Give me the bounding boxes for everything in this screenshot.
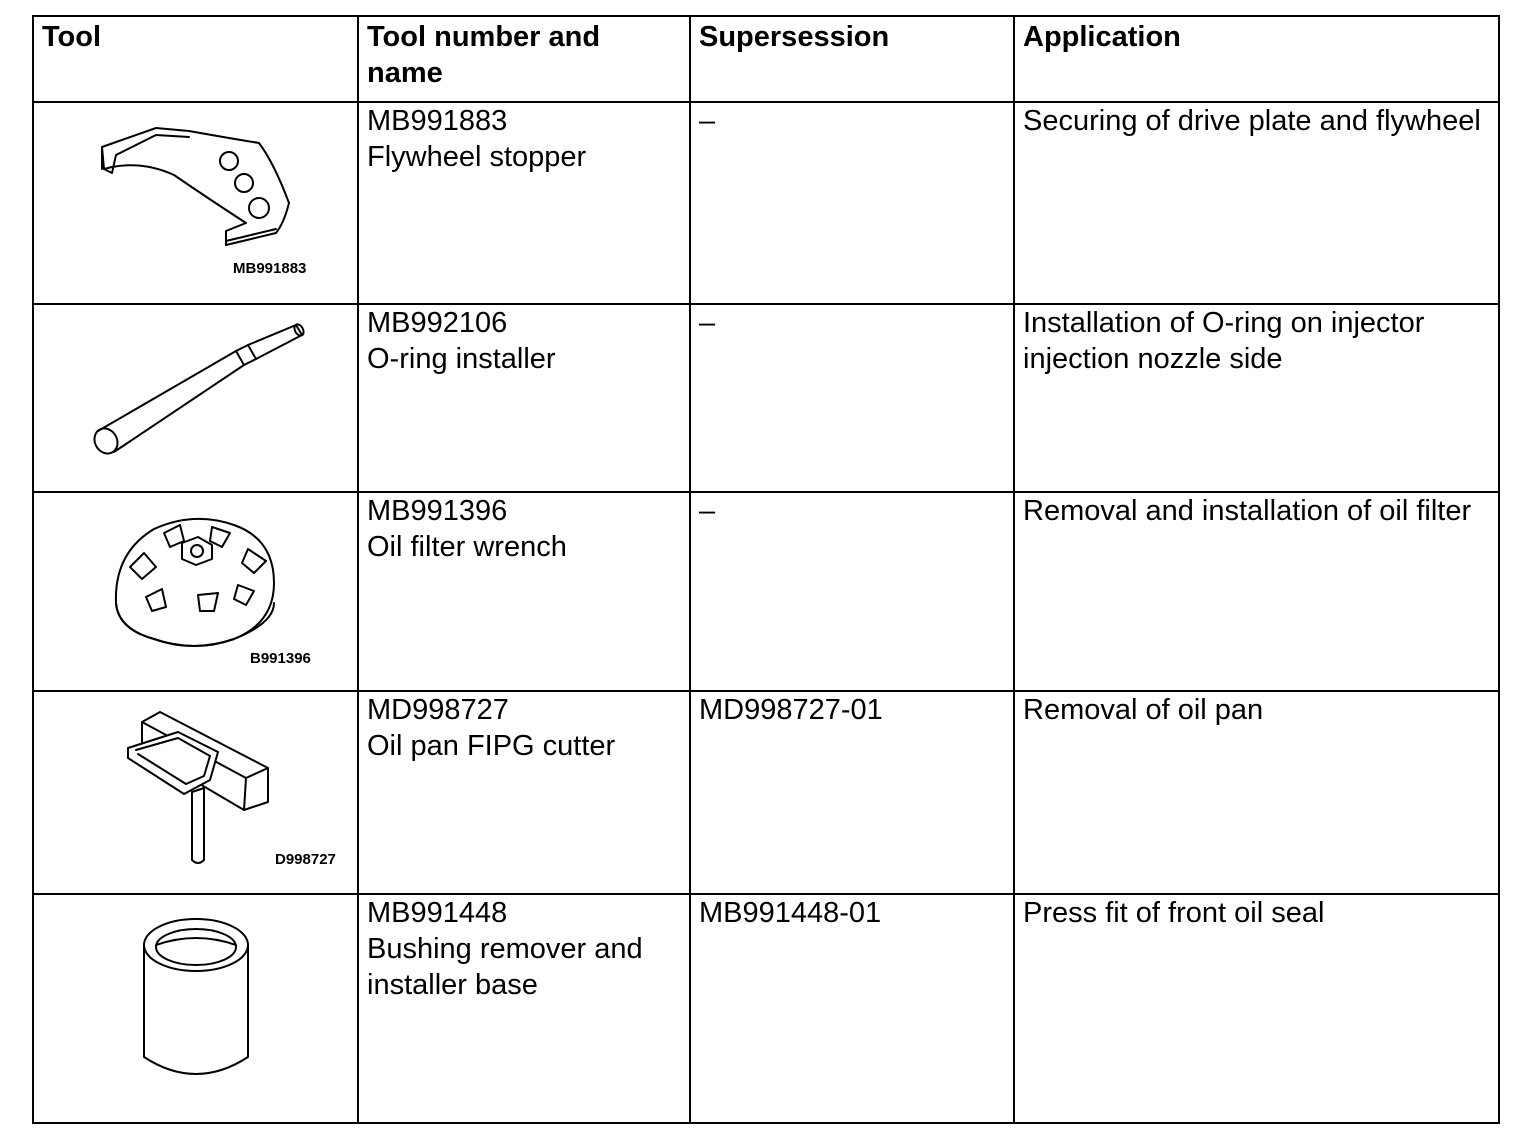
application-text: Securing of drive plate and flywheel xyxy=(1023,105,1481,137)
supersession-value: – xyxy=(699,105,716,137)
table-row: D998727 MD998727 Oil pan FIPG cutter MD9… xyxy=(32,690,1500,895)
figure-label: D998727 xyxy=(275,851,336,868)
tool-number: MB992106 xyxy=(367,307,508,339)
application-cell: Removal and installation of oil filter xyxy=(1013,491,1500,692)
tool-name: Flywheel stopper xyxy=(367,141,587,173)
supersession-value: – xyxy=(699,307,716,339)
tool-number-and-name-cell: MB991883 Flywheel stopper xyxy=(357,101,691,305)
tool-number: MD998727 xyxy=(367,694,509,726)
figure-label: MB991883 xyxy=(233,260,307,277)
application-text: Removal of oil pan xyxy=(1023,694,1264,726)
header-tool-number-and-name: Tool number and name xyxy=(357,15,691,103)
table-row: B991396 MB991396 Oil filter wrench – Rem… xyxy=(32,491,1500,692)
o-ring-installer-icon xyxy=(93,323,305,455)
application-cell: Installation of O-ring on injector injec… xyxy=(1013,303,1500,493)
flywheel-stopper-icon xyxy=(101,127,290,246)
header-application: Application xyxy=(1013,15,1500,103)
application-text: Press fit of front oil seal xyxy=(1023,897,1325,929)
application-cell: Removal of oil pan xyxy=(1013,690,1500,895)
table-row: MB991448 Bushing remover and installer b… xyxy=(32,893,1500,1124)
header-supersession: Supersession xyxy=(689,15,1015,103)
tool-name: Oil filter wrench xyxy=(367,531,567,563)
tool-figure-cell: D998727 xyxy=(32,690,359,895)
special-tools-table: Tool Tool number and name Supersession A… xyxy=(32,15,1500,1124)
bushing-remover-base-icon xyxy=(143,918,249,1075)
supersession-value: – xyxy=(699,495,716,527)
table-row: MB991883 MB991883 Flywheel stopper – Sec… xyxy=(32,101,1500,305)
table-header-row: Tool Tool number and name Supersession A… xyxy=(32,15,1500,103)
tool-name: Oil pan FIPG cutter xyxy=(367,730,616,762)
tool-number-and-name-cell: MB992106 O-ring installer xyxy=(357,303,691,493)
application-text: Removal and installation of oil filter xyxy=(1023,495,1472,527)
tool-number: MB991396 xyxy=(367,495,508,527)
application-cell: Press fit of front oil seal xyxy=(1013,893,1500,1124)
tool-number-and-name-cell: MB991396 Oil filter wrench xyxy=(357,491,691,692)
tool-number: MB991448 xyxy=(367,897,508,929)
oil-pan-fipg-cutter-icon xyxy=(127,711,269,864)
tool-figure-cell xyxy=(32,303,359,493)
tool-number-and-name-cell: MD998727 Oil pan FIPG cutter xyxy=(357,690,691,895)
supersession-cell: MB991448-01 xyxy=(689,893,1015,1124)
tool-figure-cell xyxy=(32,893,359,1124)
tool-name: O-ring installer xyxy=(367,343,556,375)
table-row: MB992106 O-ring installer – Installation… xyxy=(32,303,1500,493)
supersession-cell: MD998727-01 xyxy=(689,690,1015,895)
figure-label: B991396 xyxy=(250,650,311,667)
oil-filter-wrench-icon xyxy=(114,517,275,647)
supersession-cell: – xyxy=(689,491,1015,692)
supersession-cell: – xyxy=(689,303,1015,493)
application-cell: Securing of drive plate and flywheel xyxy=(1013,101,1500,305)
tool-figure-cell: B991396 xyxy=(32,491,359,692)
tool-number: MB991883 xyxy=(367,105,508,137)
supersession-value: MD998727-01 xyxy=(699,694,883,726)
tool-figure-cell: MB991883 xyxy=(32,101,359,305)
tool-number-and-name-cell: MB991448 Bushing remover and installer b… xyxy=(357,893,691,1124)
header-tool: Tool xyxy=(32,15,359,103)
supersession-cell: – xyxy=(689,101,1015,305)
supersession-value: MB991448-01 xyxy=(699,897,882,929)
tool-name: Bushing remover and installer base xyxy=(367,933,643,1001)
application-text: Installation of O-ring on injector injec… xyxy=(1023,307,1425,375)
